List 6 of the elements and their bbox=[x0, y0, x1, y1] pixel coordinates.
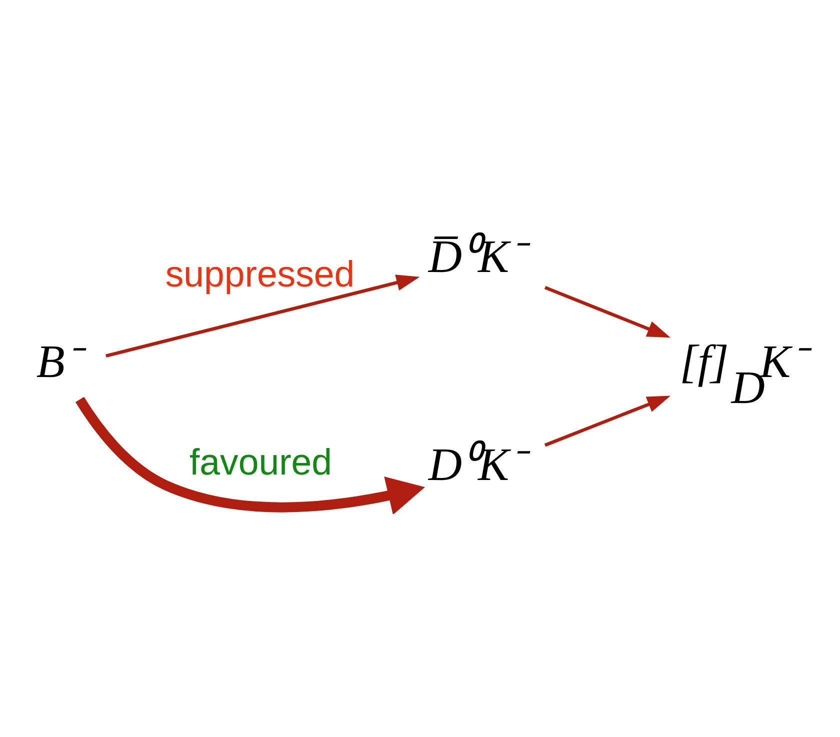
arrow bbox=[544, 396, 671, 447]
arrow bbox=[106, 274, 420, 358]
edge-label: suppressed bbox=[165, 253, 355, 294]
edge-label: favoured bbox=[190, 441, 332, 482]
arrow bbox=[544, 286, 671, 338]
arrow bbox=[76, 396, 425, 514]
